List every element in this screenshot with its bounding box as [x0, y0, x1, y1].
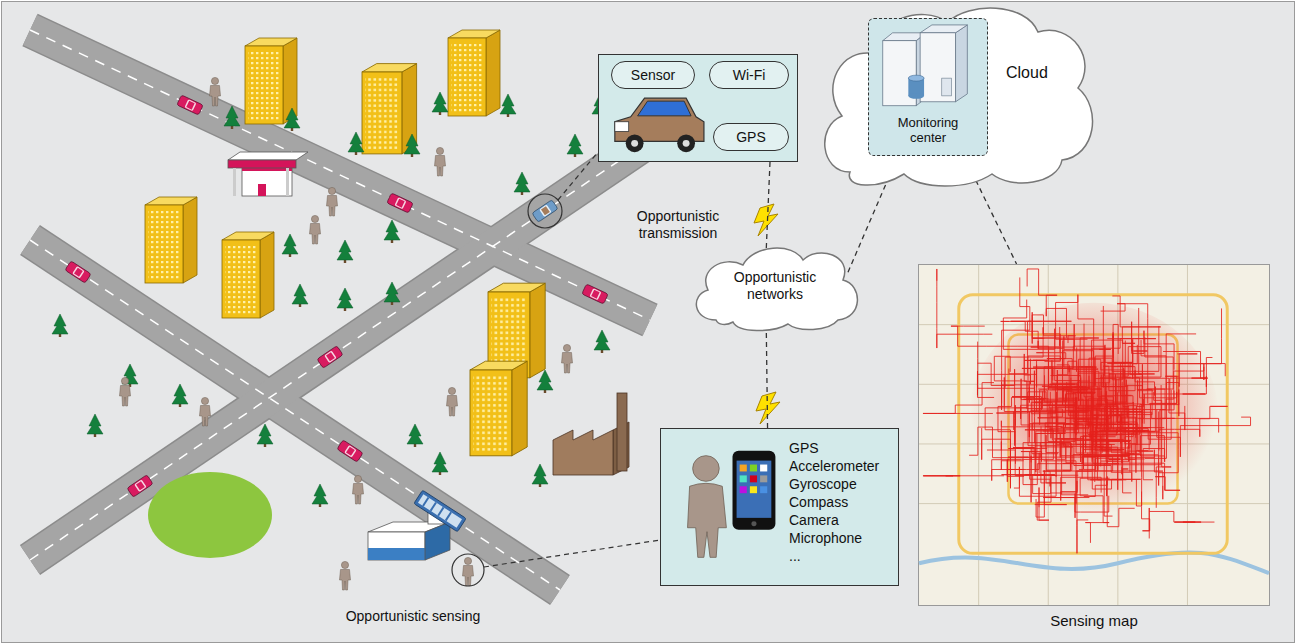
trajectory-line	[1099, 336, 1148, 431]
bus	[414, 490, 466, 532]
buildings	[145, 30, 545, 456]
node-text: Opportunistic networks	[719, 269, 831, 303]
trajectory-line	[1028, 356, 1069, 446]
sensor-list-item: Camera	[789, 511, 898, 529]
factory	[553, 393, 629, 475]
transmission-label: Opportunistic transmission	[608, 208, 748, 242]
node-text: Wi-Fi	[733, 67, 766, 83]
vehicle-box: Sensor Wi-FiGPS	[598, 54, 798, 162]
person-phone-picture	[661, 429, 898, 585]
trajectory-line	[1003, 300, 1080, 381]
trajectory-line	[978, 363, 1015, 445]
trajectory-line	[1001, 321, 1063, 348]
node-text: GPS	[736, 129, 766, 145]
dashed-connector	[766, 162, 770, 248]
trajectory-line	[1065, 389, 1102, 424]
trajectory-line	[1004, 360, 1036, 412]
sensor-list-item: Gyroscope	[789, 475, 898, 493]
trajectory-line	[1142, 492, 1150, 539]
trajectory-line	[1141, 436, 1165, 480]
node-text: Sensing map	[919, 612, 1269, 629]
park	[148, 472, 272, 558]
trajectory-line	[1043, 494, 1108, 518]
trajectory-line	[1112, 296, 1160, 343]
wifi-pill: Wi-Fi	[709, 61, 789, 89]
monitoring-center-box: Monitoring center	[868, 18, 988, 156]
roads	[30, 30, 660, 590]
trajectory-line	[1037, 475, 1078, 520]
trajectory-line	[982, 428, 1011, 488]
trajectory-line	[1106, 341, 1133, 404]
trajectory-line	[1149, 511, 1214, 522]
sensor-pill: Sensor	[611, 61, 695, 89]
trajectory-line	[1007, 430, 1053, 482]
trajectory-line	[1029, 398, 1071, 443]
trajectory-line	[1014, 402, 1056, 496]
focus-circle	[528, 194, 562, 228]
lightning-symbol	[756, 392, 780, 424]
sensor-list-item: ...	[789, 547, 898, 565]
dashed-connector	[766, 330, 767, 428]
trajectory-line	[1143, 358, 1213, 394]
network-cloud: Opportunistic networks	[688, 240, 862, 332]
sensing-map: Sensing map	[918, 264, 1270, 606]
trajectory-line	[1032, 327, 1099, 377]
trajectory-line	[1044, 356, 1113, 402]
trajectory-line	[1009, 321, 1072, 373]
trajectory-line	[1106, 391, 1126, 429]
cars	[65, 95, 608, 497]
cloud-region: CloudMonitoring center	[816, 4, 1092, 188]
trajectory-line	[1113, 324, 1118, 364]
trajectory-line	[1064, 336, 1111, 367]
trajectory-line	[1111, 395, 1151, 444]
trajectory-line	[1132, 322, 1174, 370]
trajectory-line	[1005, 327, 1060, 387]
trajectory-line	[1130, 345, 1142, 423]
node-text: Sensor	[631, 67, 675, 83]
people	[120, 77, 573, 590]
lightning-symbol	[754, 204, 778, 236]
trajectory-line	[1093, 383, 1123, 470]
trajectory-line	[1163, 351, 1208, 410]
trajectory-line	[1119, 378, 1185, 430]
trajectory-line	[1024, 354, 1035, 403]
sensor-list-item: GPS	[789, 439, 898, 457]
trajectory-line	[1066, 446, 1141, 471]
node-text: Monitoring center	[882, 115, 974, 145]
trajectory-line	[937, 269, 993, 348]
focus-circle	[452, 554, 484, 586]
trajectory-line	[1056, 440, 1072, 478]
trajectory-line	[1087, 380, 1154, 447]
trees	[52, 92, 630, 507]
node-text: Cloud	[1006, 64, 1048, 82]
sensing-label: Opportunistic sensing	[318, 608, 508, 625]
gas-station	[228, 152, 308, 196]
gps-pill: GPS	[713, 123, 789, 151]
trajectory-line	[1033, 340, 1063, 380]
trajectory-line	[1092, 435, 1140, 489]
trajectory-line	[1101, 304, 1148, 404]
callout-line	[558, 152, 598, 200]
phone-sensor-box: GPSAccelerometerGyroscopeCompassCameraMi…	[660, 428, 899, 586]
sensor-list-item: Compass	[789, 493, 898, 511]
trajectory-line	[985, 405, 1027, 432]
trajectory-line	[1177, 308, 1221, 386]
sensor-list-item: Microphone	[789, 529, 898, 547]
trajectory-line	[1027, 269, 1066, 338]
callout-line	[484, 540, 660, 567]
trajectory-line	[1056, 295, 1094, 360]
trajectory-line	[1103, 366, 1154, 395]
trajectory-line	[1035, 470, 1067, 517]
trajectory-line	[923, 383, 994, 414]
map-picture	[919, 265, 1269, 605]
trajectory-line	[1145, 383, 1179, 459]
sensor-list-item: Accelerometer	[789, 457, 898, 475]
